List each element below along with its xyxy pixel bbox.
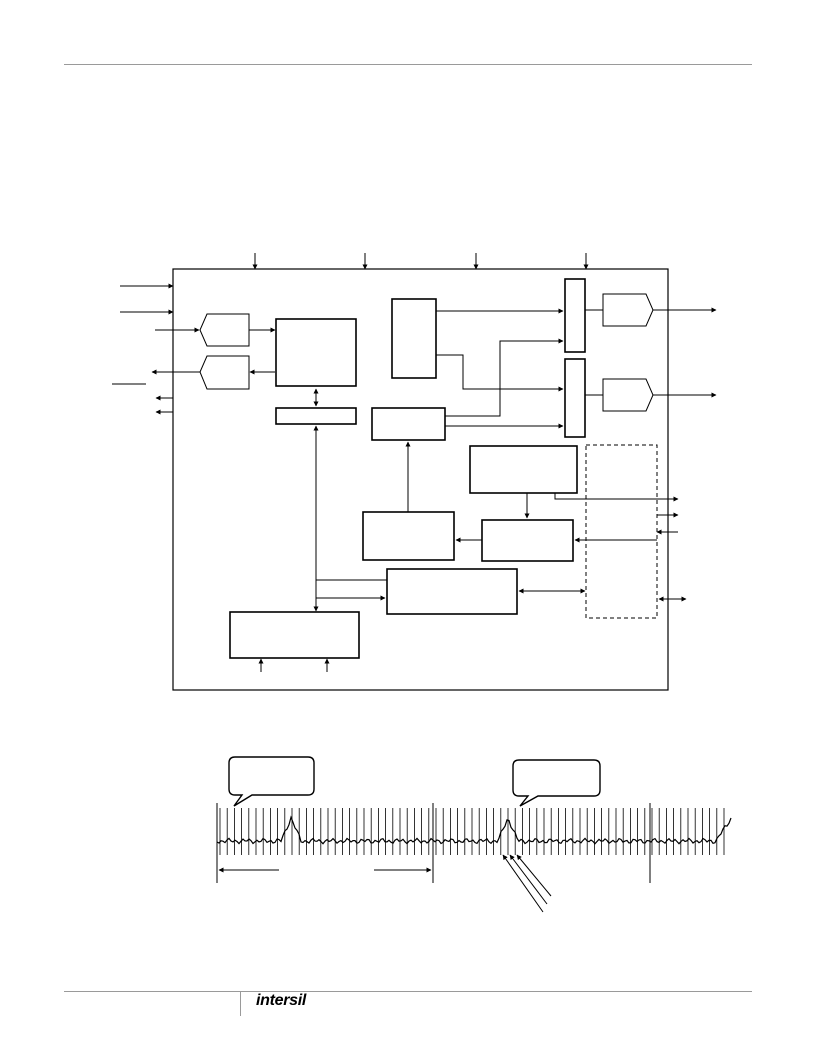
clock-block [229, 611, 360, 659]
callout-1 [228, 756, 315, 807]
pointer-1 [502, 854, 544, 913]
signal-trace [216, 815, 732, 845]
memory-block [391, 298, 437, 379]
mem-to-mux2 [436, 354, 564, 392]
input-buffer [199, 313, 250, 347]
register-block [275, 407, 357, 425]
pointer-3 [516, 854, 552, 897]
header-rule [64, 64, 752, 65]
bus-interface-block [386, 568, 518, 615]
core-block [275, 318, 357, 387]
control-block [371, 407, 446, 441]
chip-outline [172, 268, 669, 691]
company-logo: intersil [256, 992, 307, 1009]
det-out-1 [554, 493, 679, 502]
output-buffer [199, 355, 250, 390]
ctrl-to-mux1 [445, 338, 564, 417]
mux-1 [564, 278, 586, 353]
driver-2 [602, 378, 654, 412]
pointer-2 [509, 854, 548, 905]
footer-rule [64, 991, 752, 992]
footer-divider [240, 992, 241, 1016]
detector-block [469, 445, 578, 494]
callout-2 [512, 759, 601, 807]
mux-2 [564, 358, 586, 438]
driver-1 [602, 293, 654, 327]
tick-marks [219, 808, 725, 855]
